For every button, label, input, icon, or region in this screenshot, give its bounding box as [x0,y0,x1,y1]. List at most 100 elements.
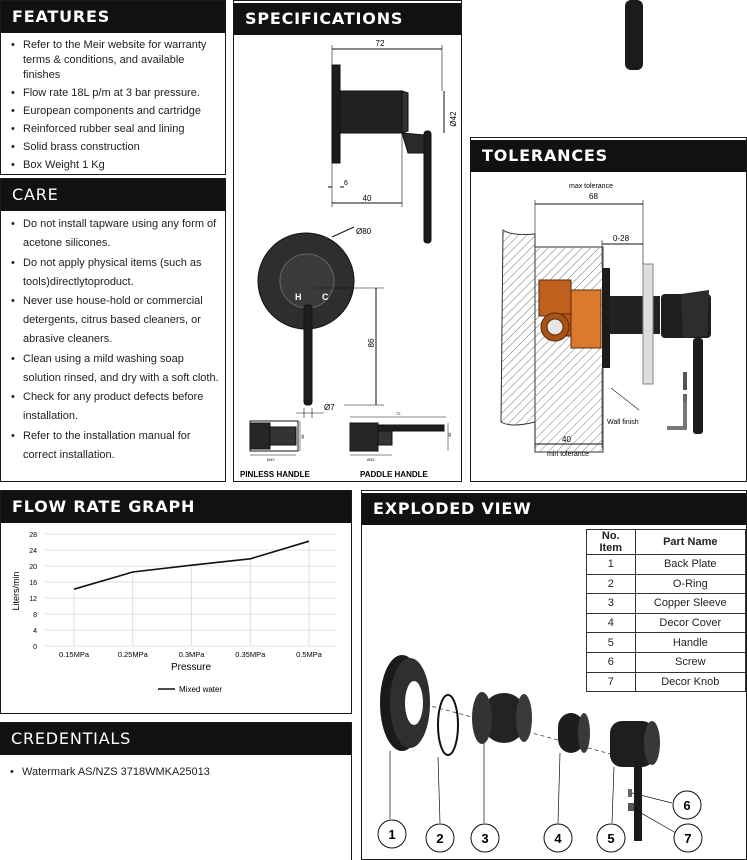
care-item: Do not apply physical items (such as too… [11,254,219,292]
part-name: Back Plate [634,554,746,575]
features-panel: FEATURES Refer to the Meir website for w… [0,0,226,175]
svg-text:3: 3 [481,831,488,846]
tolerance-drawing: max tolerance 68 0-28 Wall finish 40 min… [500,183,711,458]
features-item: Reinforced rubber seal and lining [11,122,219,137]
care-list: Do not install tapware using any form of… [1,211,225,465]
wall-finish-label: Wall finish [607,419,639,426]
x-axis-label: Pressure [171,662,211,673]
paddle-width: Ø42 [367,457,375,462]
part-name: Decor Cover [634,612,746,634]
tolerance-range: 0-28 [613,234,630,243]
callout-2: 2 [425,823,455,853]
min-tolerance-label: min tolerance [547,451,589,458]
max-tolerance-value: 68 [589,192,598,201]
part-name: Decor Knob [634,671,746,693]
svg-text:2: 2 [436,831,443,846]
x-tick-label: 0.35MPa [235,650,266,659]
credentials-heading: CREDENTIALS [0,723,351,755]
specifications-panel: SPECIFICATIONS 72 Ø42 6 40 [233,0,462,482]
part-number: 3 [586,593,636,614]
dim-72: 72 [376,39,385,48]
features-heading: FEATURES [1,1,225,33]
tolerances-panel: TOLERANCES max tolerance 6 [470,137,747,482]
flow-graph-heading: FLOW RATE GRAPH [1,491,351,523]
y-tick-label: 24 [29,548,37,555]
legend-label: Mixed water [179,685,222,694]
svg-text:1: 1 [388,827,395,842]
handle-image-top [625,0,643,70]
max-tolerance-label: max tolerance [569,183,613,190]
pinless-handle-drawing [249,420,301,456]
care-heading: CARE [1,179,225,211]
callout-6: 6 [672,790,702,820]
features-item: European components and cartridge [11,104,219,119]
svg-text:6: 6 [683,798,690,813]
features-item: Box Weight 1 Kg [11,158,219,173]
y-tick-label: 4 [33,628,37,635]
copper-sleeve-part [472,692,532,744]
min-tolerance-value: 40 [562,435,571,444]
pinless-width: Ø42 [267,457,275,462]
y-axis-label: Liters/min [11,571,21,610]
callout-4: 4 [543,823,573,853]
front-view [257,226,384,418]
header-part-name: Part Name [634,529,746,555]
paddle-length: 72 [396,411,401,416]
dim-6: 6 [344,180,348,187]
parts-table-header: No. Item Part Name [586,529,746,555]
dim-7: Ø7 [324,403,335,412]
y-tick-label: 28 [29,532,37,539]
care-item: Clean using a mild washing soap solution… [11,350,219,388]
callout-5: 5 [596,823,626,853]
handle-part [610,721,660,841]
credentials-item: Watermark AS/NZS 3718WMKA25013 [10,765,345,780]
callout-1: 1 [377,819,407,849]
part-name: Copper Sleeve [634,593,746,614]
pinless-height: 38 [300,434,305,439]
y-tick-label: 12 [29,596,37,603]
features-item: Refer to the Meir website for warranty t… [11,38,219,83]
header-no-item: No. Item [586,529,636,555]
y-tick-label: 16 [29,580,37,587]
part-name: O-Ring [634,573,746,595]
specifications-heading: SPECIFICATIONS [234,3,461,35]
credentials-list: Watermark AS/NZS 3718WMKA25013 [0,755,351,780]
care-item: Never use house-hold or commercial deter… [11,292,219,349]
x-tick-label: 0.15MPa [59,650,90,659]
x-tick-label: 0.5MPa [296,650,323,659]
credentials-panel: CREDENTIALS Watermark AS/NZS 3718WMKA250… [0,722,352,860]
y-tick-label: 20 [29,564,37,571]
side-view [328,45,445,244]
callout-3: 3 [470,823,500,853]
svg-text:5: 5 [607,831,614,846]
dim-42: Ø42 [449,111,458,127]
care-item: Refer to the installation manual for cor… [11,427,219,465]
exploded-drawing: 1 2 3 4 5 6 7 [377,655,703,853]
features-list: Refer to the Meir website for warranty t… [1,33,225,173]
x-tick-label: 0.3MPa [179,650,206,659]
series-line-mixed-water [73,540,310,590]
part-number: 1 [586,554,636,575]
part-number: 4 [586,612,636,634]
callout-7: 7 [673,823,703,853]
x-tick-label: 0.25MPa [118,650,149,659]
care-item: Do not install tapware using any form of… [11,215,219,253]
o-ring-part [437,694,459,756]
part-number: 2 [586,573,636,595]
paddle-handle-label: PADDLE HANDLE [360,470,429,479]
care-item: Check for any product defects before ins… [11,388,219,426]
svg-text:4: 4 [554,831,562,846]
dim-40: 40 [363,194,372,203]
features-item: Solid brass construction [11,140,219,155]
specification-drawing: 72 Ø42 6 40 H C Ø80 86 Ø7 3 [240,39,458,479]
paddle-height: 38 [447,432,452,437]
care-panel: CARE Do not install tapware using any fo… [0,178,226,482]
back-plate-part [380,655,430,751]
